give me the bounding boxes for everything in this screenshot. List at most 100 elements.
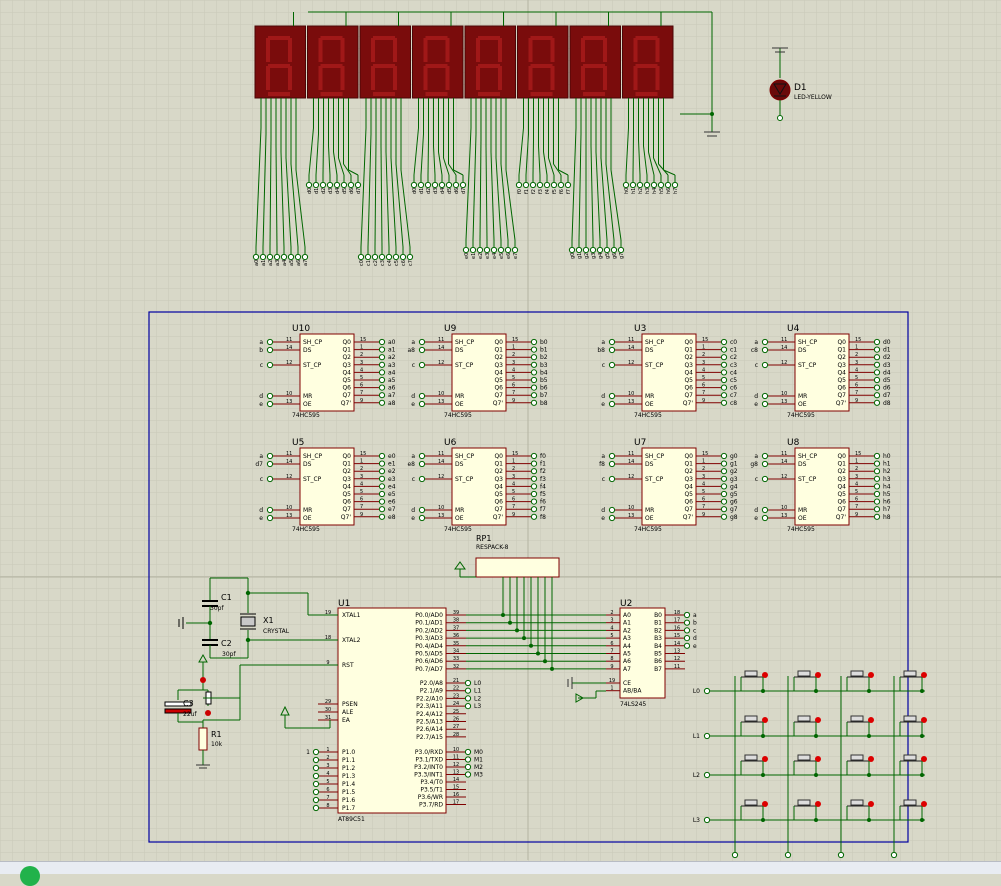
segment-terminal[interactable] xyxy=(617,246,625,254)
output-terminal[interactable] xyxy=(720,498,728,505)
keypad-col-terminal[interactable] xyxy=(837,851,845,859)
input-terminal[interactable] xyxy=(418,475,426,483)
input-terminal[interactable] xyxy=(761,452,769,460)
key-switch[interactable] xyxy=(846,715,874,738)
net-terminal[interactable] xyxy=(464,748,472,756)
output-terminal[interactable] xyxy=(720,361,728,368)
net-terminal[interactable] xyxy=(464,687,472,694)
segment-terminal[interactable] xyxy=(357,253,365,261)
keypad-row-terminal[interactable] xyxy=(703,771,711,779)
output-terminal[interactable] xyxy=(378,361,386,368)
port1-terminal[interactable] xyxy=(312,788,320,796)
input-terminal[interactable] xyxy=(761,338,769,346)
output-terminal[interactable] xyxy=(720,399,728,406)
keypad-row-terminal[interactable] xyxy=(703,732,711,740)
segment-terminal[interactable] xyxy=(459,181,467,189)
key-switch[interactable] xyxy=(793,715,821,738)
output-terminal[interactable] xyxy=(530,346,538,353)
segment-terminal[interactable] xyxy=(582,246,590,254)
output-terminal[interactable] xyxy=(720,490,728,498)
clock-reset-circuit[interactable]: C1 30pf C2 30pf X1 CRYSTAL C3 22uf xyxy=(164,577,338,769)
input-terminal[interactable] xyxy=(761,475,769,483)
output-terminal[interactable] xyxy=(720,483,728,490)
key-switch[interactable] xyxy=(846,754,874,777)
input-terminal[interactable] xyxy=(608,506,616,514)
input-terminal[interactable] xyxy=(418,460,426,468)
segment-terminal[interactable] xyxy=(650,181,658,189)
key-switch[interactable] xyxy=(740,754,768,777)
key-switch[interactable] xyxy=(899,754,927,777)
input-terminal[interactable] xyxy=(266,506,274,514)
segment-terminal[interactable] xyxy=(452,181,460,189)
output-terminal[interactable] xyxy=(530,361,538,368)
port1-terminal[interactable] xyxy=(312,764,320,772)
output-terminal[interactable] xyxy=(530,452,538,460)
segment-terminal[interactable] xyxy=(511,246,519,254)
output-terminal[interactable] xyxy=(530,460,538,467)
output-terminal[interactable] xyxy=(873,490,881,498)
input-terminal[interactable] xyxy=(608,514,616,522)
input-terminal[interactable] xyxy=(418,392,426,400)
segment-terminal[interactable] xyxy=(371,253,379,261)
output-terminal[interactable] xyxy=(873,384,881,391)
output-terminal[interactable] xyxy=(873,392,881,399)
output-terminal[interactable] xyxy=(378,460,386,467)
output-terminal[interactable] xyxy=(720,506,728,513)
key-switch[interactable] xyxy=(793,754,821,777)
segment-terminal[interactable] xyxy=(259,253,267,261)
output-terminal[interactable] xyxy=(720,460,728,467)
segment-terminal[interactable] xyxy=(319,181,327,189)
output-terminal[interactable] xyxy=(378,399,386,406)
segment-terminal[interactable] xyxy=(445,181,453,189)
output-terminal[interactable] xyxy=(683,635,691,642)
segment-terminal[interactable] xyxy=(643,181,651,189)
input-terminal[interactable] xyxy=(418,452,426,460)
segment-terminal[interactable] xyxy=(657,181,665,189)
output-terminal[interactable] xyxy=(378,384,386,391)
output-terminal[interactable] xyxy=(378,498,386,505)
segment-terminal[interactable] xyxy=(589,246,597,254)
input-terminal[interactable] xyxy=(761,460,769,468)
output-terminal[interactable] xyxy=(720,369,728,376)
output-terminal[interactable] xyxy=(720,346,728,353)
output-terminal[interactable] xyxy=(720,376,728,384)
output-terminal[interactable] xyxy=(530,369,538,376)
output-terminal[interactable] xyxy=(378,369,386,376)
segment-terminal[interactable] xyxy=(392,253,400,261)
segment-terminal[interactable] xyxy=(671,181,679,189)
segment-terminal[interactable] xyxy=(610,246,618,254)
key-switch[interactable] xyxy=(740,799,768,822)
segment-terminal[interactable] xyxy=(557,181,565,189)
output-terminal[interactable] xyxy=(378,354,386,361)
output-terminal[interactable] xyxy=(530,513,538,520)
segment-terminal[interactable] xyxy=(629,181,637,189)
key-switch[interactable] xyxy=(899,715,927,738)
input-terminal[interactable] xyxy=(608,338,616,346)
output-terminal[interactable] xyxy=(873,346,881,353)
net-terminal[interactable] xyxy=(464,763,472,771)
key-switch[interactable] xyxy=(740,670,768,693)
output-terminal[interactable] xyxy=(720,354,728,361)
output-terminal[interactable] xyxy=(873,376,881,384)
output-terminal[interactable] xyxy=(873,468,881,475)
segment-terminal[interactable] xyxy=(490,246,498,254)
output-terminal[interactable] xyxy=(530,483,538,490)
segment-terminal[interactable] xyxy=(515,181,523,189)
key-switch[interactable] xyxy=(793,799,821,822)
input-terminal[interactable] xyxy=(266,400,274,408)
output-terminal[interactable] xyxy=(530,354,538,361)
segment-terminal[interactable] xyxy=(664,181,672,189)
segment-terminal[interactable] xyxy=(603,246,611,254)
segment-terminal[interactable] xyxy=(417,181,425,189)
output-terminal[interactable] xyxy=(530,498,538,505)
output-terminal[interactable] xyxy=(530,392,538,399)
input-terminal[interactable] xyxy=(608,361,616,369)
segment-terminal[interactable] xyxy=(252,253,260,261)
output-terminal[interactable] xyxy=(720,468,728,475)
